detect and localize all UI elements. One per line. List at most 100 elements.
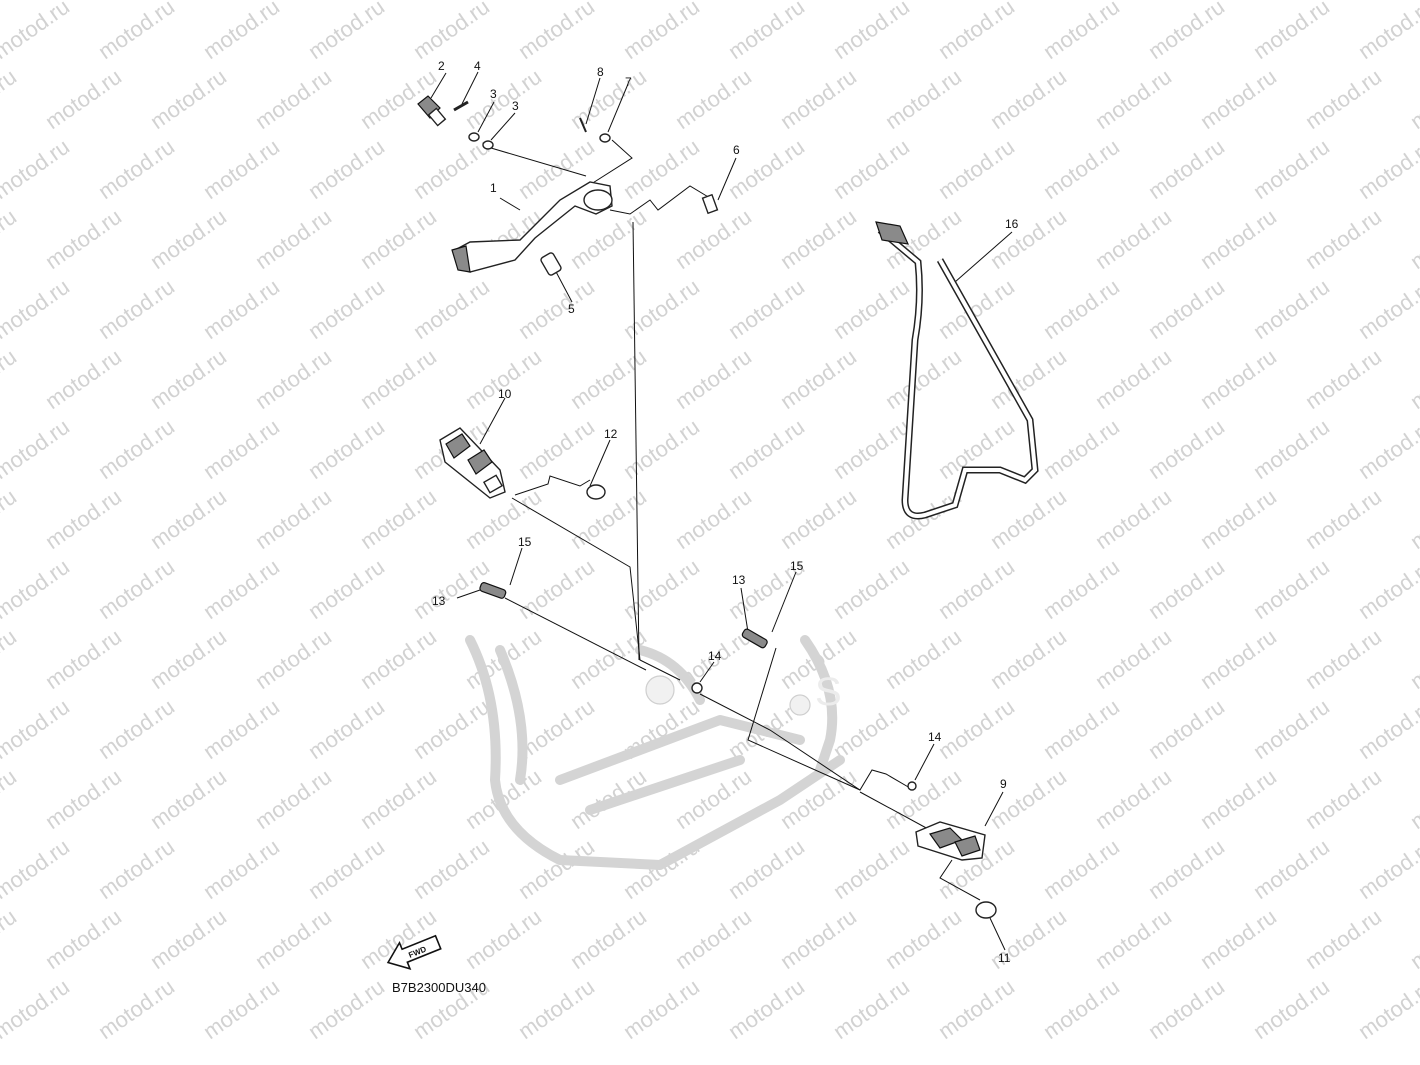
watermark-text: motod.ru bbox=[304, 274, 389, 344]
callout-11: 11 bbox=[998, 951, 1011, 965]
watermark-text: motod.ru bbox=[619, 974, 704, 1044]
watermark-text: motod.ru bbox=[829, 134, 914, 204]
watermark-text: motod.ru bbox=[146, 484, 231, 554]
watermark-text: motod.ru bbox=[829, 554, 914, 624]
watermark-text: motod.ru bbox=[1091, 904, 1176, 974]
watermark-text: motod.ru bbox=[1039, 134, 1124, 204]
watermark-text: motod.ru bbox=[986, 344, 1071, 414]
watermark-text: motod.ru bbox=[1144, 414, 1229, 484]
watermark-text: motod.ru bbox=[356, 204, 441, 274]
watermark-text: motod.ru bbox=[356, 484, 441, 554]
watermark-text: motod.ru bbox=[724, 834, 809, 904]
watermark-text: motod.ru bbox=[199, 554, 284, 624]
watermark-text: motod.ru bbox=[199, 134, 284, 204]
callout-5: 5 bbox=[568, 302, 575, 316]
callout-14a: 14 bbox=[708, 649, 722, 663]
watermark-text: motod.ru bbox=[1406, 64, 1420, 134]
watermark-text: motod.ru bbox=[0, 64, 21, 134]
drawing-code: B7B2300DU340 bbox=[392, 980, 486, 995]
watermark-text: motod.ru bbox=[1039, 0, 1124, 64]
watermark-text: motod.ru bbox=[0, 204, 21, 274]
watermark-text: motod.ru bbox=[724, 414, 809, 484]
callout-13a: 13 bbox=[432, 594, 446, 608]
watermark-text: motod.ru bbox=[619, 274, 704, 344]
watermark-text: motod.ru bbox=[881, 904, 966, 974]
watermark-text: motod.ru bbox=[1144, 134, 1229, 204]
watermark-text: motod.ru bbox=[94, 0, 179, 64]
watermark-text: motod.ru bbox=[671, 904, 756, 974]
callout-6: 6 bbox=[733, 143, 740, 157]
watermark-text: motod.ru bbox=[94, 554, 179, 624]
watermark-text: motod.ru bbox=[1196, 624, 1281, 694]
watermark-text: motod.ru bbox=[1091, 764, 1176, 834]
part-12-clip bbox=[586, 484, 606, 500]
watermark-text: motod.ru bbox=[199, 274, 284, 344]
watermark-text: motod.ru bbox=[1406, 624, 1420, 694]
part-8-cotter-pin bbox=[579, 117, 587, 133]
watermark-text: motod.ru bbox=[1301, 764, 1386, 834]
watermark-text: motod.ru bbox=[829, 0, 914, 64]
callout-3a: 3 bbox=[490, 87, 497, 101]
watermark-text: motod.ru bbox=[1249, 974, 1334, 1044]
watermark-text: motod.ru bbox=[986, 204, 1071, 274]
watermark-text: motod.ru bbox=[199, 694, 284, 764]
watermark-text: motod.ru bbox=[566, 64, 651, 134]
watermark-text: motod.ru bbox=[199, 414, 284, 484]
watermark-text: motod.ru bbox=[1301, 484, 1386, 554]
watermark-text: motod.ru bbox=[934, 974, 1019, 1044]
watermark-text: motod.ru bbox=[1091, 204, 1176, 274]
part-6-bolt bbox=[701, 193, 719, 215]
watermark-text: motod.ru bbox=[356, 624, 441, 694]
watermark-text: motod.ru bbox=[41, 484, 126, 554]
watermark-text: motod.ru bbox=[1354, 0, 1420, 64]
watermark-text: motod.ru bbox=[94, 974, 179, 1044]
watermark-text: motod.ru bbox=[1091, 64, 1176, 134]
watermark-text: motod.ru bbox=[0, 694, 74, 764]
part-13-spring-right bbox=[741, 628, 768, 649]
watermark-text: motod.ru bbox=[566, 344, 651, 414]
watermark-text: motod.ru bbox=[566, 484, 651, 554]
watermark-text: motod.ru bbox=[94, 274, 179, 344]
watermark-text: motod.ru bbox=[94, 694, 179, 764]
watermark-text: motod.ru bbox=[1196, 904, 1281, 974]
callout-4: 4 bbox=[474, 59, 481, 73]
watermark-text: motod.ru bbox=[1091, 484, 1176, 554]
part-4-pin bbox=[453, 100, 469, 112]
watermark-text: motod.ru bbox=[1144, 554, 1229, 624]
watermark-text: motod.ru bbox=[94, 834, 179, 904]
watermark-text: motod.ru bbox=[1144, 694, 1229, 764]
watermark-text: motod.ru bbox=[986, 624, 1071, 694]
watermark-text: motod.ru bbox=[0, 484, 21, 554]
watermark-text: motod.ru bbox=[1301, 344, 1386, 414]
watermark-text: motod.ru bbox=[1354, 694, 1420, 764]
watermark-text: motod.ru bbox=[1091, 344, 1176, 414]
watermark-text: motod.ru bbox=[146, 624, 231, 694]
part-14-pin-a bbox=[691, 682, 703, 694]
watermark-text: motod.ru bbox=[1144, 834, 1229, 904]
callout-9: 9 bbox=[1000, 777, 1007, 791]
watermark-text: motod.ru bbox=[409, 0, 494, 64]
watermark-text: motod.ru bbox=[1406, 344, 1420, 414]
part-10-footrest-left bbox=[439, 427, 506, 499]
watermark-text: motod.ru bbox=[304, 0, 389, 64]
watermark-text: motod.ru bbox=[0, 414, 74, 484]
watermark-text: motod.ru bbox=[356, 764, 441, 834]
watermark-text: motod.ru bbox=[671, 484, 756, 554]
watermark-text: motod.ru bbox=[724, 274, 809, 344]
callout-16: 16 bbox=[1005, 217, 1019, 231]
watermark-text: motod.ru bbox=[1249, 694, 1334, 764]
watermark-text: motod.ru bbox=[0, 624, 21, 694]
watermark-text: motod.ru bbox=[199, 974, 284, 1044]
watermark-text: motod.ru bbox=[934, 134, 1019, 204]
watermark-text: motod.ru bbox=[1144, 974, 1229, 1044]
watermark-text: motod.ru bbox=[1354, 554, 1420, 624]
watermark-text: motod.ru bbox=[566, 904, 651, 974]
watermark-text: motod.ru bbox=[1196, 484, 1281, 554]
part-1-brake-pedal bbox=[451, 181, 613, 273]
watermark-text: motod.ru bbox=[409, 694, 494, 764]
watermark-text: motod.ru bbox=[41, 64, 126, 134]
watermark-text: motod.ru bbox=[1249, 414, 1334, 484]
watermark-text: motod.ru bbox=[1196, 764, 1281, 834]
watermark-text: motod.ru bbox=[0, 0, 74, 64]
